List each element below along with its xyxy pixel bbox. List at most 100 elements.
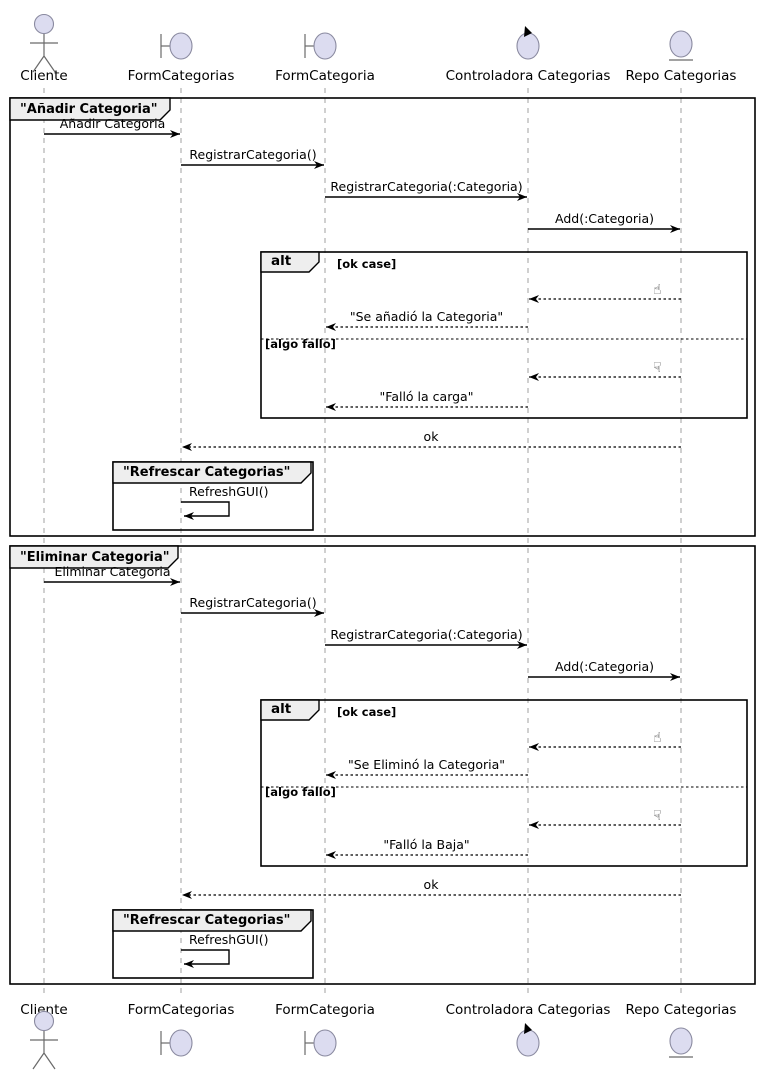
frame-anadir-alt-1-message-1: "Falló la carga" — [326, 389, 528, 411]
participant-heads-layer: ClienteClienteFormCategoriasFormCategori… — [20, 13, 737, 1070]
entity-circle — [669, 1027, 693, 1055]
frame-eliminar-message-3-label: Add(:Categoria) — [555, 659, 654, 674]
frame-anadir-subframe-header-tag — [112, 461, 312, 484]
actor-head — [33, 1010, 55, 1032]
frame-anadir-subframe-message-0-line — [181, 501, 230, 520]
frame-anadir-alt-border — [260, 251, 748, 419]
frame-anadir-alt-0-message-0-thumbs-up-icon: ☝ — [653, 282, 662, 298]
frame-eliminar-alt-0-message-0-thumbs-up-icon: ☝ — [653, 730, 662, 746]
frame-eliminar-guard-1: [algo fallo] — [265, 785, 336, 799]
frame-anadir-header-label: "Añadir Categoria" — [20, 102, 158, 117]
frame-anadir-tail-message-0-label: ok — [424, 429, 440, 444]
frame-eliminar-alt-0-message-1: "Se Eliminó la Categoria" — [326, 757, 528, 779]
frame-eliminar-alt-1-message-0-thumbs-down-icon: ☟ — [653, 808, 662, 824]
frame-anadir-alt-operator-label: alt — [271, 253, 292, 269]
frame-anadir-alt-1-message-1-label: "Falló la carga" — [380, 389, 474, 404]
frame-eliminar-alt-operator-label: alt — [271, 701, 292, 717]
frame-anadir-message-0-label: Añadir Categoria — [60, 116, 166, 131]
frame-eliminar-message-1-label: RegistrarCategoria() — [189, 595, 316, 610]
participant-foot-formcats[interactable]: FormCategorias — [128, 1002, 235, 1057]
frame-anadir-subframe: "Refrescar Categorias" — [112, 461, 314, 531]
boundary-circle — [313, 32, 337, 60]
lifelines-layer — [43, 88, 682, 998]
frame-anadir-header-tag — [9, 97, 171, 121]
frame-eliminar-header-tag — [9, 545, 179, 569]
frame-anadir-message-0: Añadir Categoria — [44, 116, 180, 138]
frame-anadir-message-2-label: RegistrarCategoria(:Categoria) — [330, 179, 522, 194]
frame-eliminar-alt-1-message-1-label: "Falló la Baja" — [383, 837, 469, 852]
frame-anadir-alt-0-message-1: "Se añadió la Categoria" — [326, 309, 528, 331]
frame-anadir-subframe-header-label: "Refrescar Categorias" — [123, 465, 290, 480]
frame-eliminar-message-0: Eliminar Categoria — [44, 564, 180, 586]
frame-frame-eliminar: "Eliminar Categoria" — [9, 545, 756, 985]
frame-anadir-guard-1: [algo fallo] — [265, 337, 336, 351]
frame-eliminar-message-2-label: RegistrarCategoria(:Categoria) — [330, 627, 522, 642]
frame-eliminar-subframe-header-label: "Refrescar Categorias" — [123, 913, 290, 928]
frame-anadir-alt-1-message-0: ☟ — [529, 360, 681, 381]
participant-label-repo: Repo Categorias — [626, 68, 737, 84]
participant-label-controladora: Controladora Categorias — [446, 68, 611, 84]
frame-eliminar-alt-0-message-0: ☝ — [529, 730, 681, 751]
frame-anadir-subframe-message-0: RefreshGUI() — [181, 484, 268, 520]
frame-eliminar-subframe-message-0-line — [181, 949, 230, 968]
frame-anadir-message-3-label: Add(:Categoria) — [555, 211, 654, 226]
participant-head-controladora[interactable]: Controladora Categorias — [446, 26, 611, 84]
participant-head-cliente[interactable]: Cliente — [20, 13, 68, 85]
frame-eliminar-alt-0-message-1-label: "Se Eliminó la Categoria" — [348, 757, 505, 772]
frame-eliminar-subframe-header-tag — [112, 909, 312, 932]
frame-anadir-alt-0-message-0-thumbs-up-icon-glyph: ☝ — [653, 282, 662, 298]
frame-eliminar-alt-1-message-0: ☟ — [529, 808, 681, 829]
participant-label-formcat: FormCategoria — [275, 68, 375, 84]
participant-foot-label-formcats: FormCategorias — [128, 1002, 235, 1018]
boundary-circle — [313, 1029, 337, 1057]
frame-anadir-alt-0-message-0: ☝ — [529, 282, 681, 303]
participant-label-formcats: FormCategorias — [128, 68, 235, 84]
frame-eliminar-alt-0-message-0-thumbs-up-icon-glyph: ☝ — [653, 730, 662, 746]
participant-foot-repo[interactable]: Repo Categorias — [626, 1002, 737, 1058]
frame-eliminar-tail-message-0-label: ok — [424, 877, 440, 892]
frame-eliminar-message-3: Add(:Categoria) — [528, 659, 680, 681]
boundary-circle — [169, 1029, 193, 1057]
frame-anadir-alt-1-message-0-thumbs-down-icon: ☟ — [653, 360, 662, 376]
participant-head-repo[interactable]: Repo Categorias — [626, 30, 737, 84]
frame-anadir-border — [9, 97, 756, 537]
participant-foot-label-controladora: Controladora Categorias — [446, 1002, 611, 1018]
frame-eliminar-tail-message-0: ok — [182, 877, 681, 899]
frame-eliminar-subframe-message-0-label: RefreshGUI() — [189, 932, 268, 947]
frame-eliminar-alt-fragment: alt [ok case] [algo fallo] — [260, 699, 748, 867]
control-arrow — [524, 1023, 532, 1034]
frame-eliminar-guard-0: [ok case] — [337, 705, 396, 719]
actor-body — [30, 1031, 58, 1070]
frame-anadir-message-1-label: RegistrarCategoria() — [189, 147, 316, 162]
frame-eliminar-subframe: "Refrescar Categorias" — [112, 909, 314, 979]
frames-layer: "Añadir Categoria" alt [ok case] [algo fall… — [9, 97, 756, 985]
participant-foot-controladora[interactable]: Controladora Categorias — [446, 1002, 611, 1057]
frame-eliminar-message-1: RegistrarCategoria() — [181, 595, 324, 617]
frame-eliminar-alt-1-message-0-thumbs-down-icon-glyph: ☟ — [653, 808, 662, 824]
frame-eliminar-subframe-message-0: RefreshGUI() — [181, 932, 268, 968]
frame-eliminar-message-0-label: Eliminar Categoria — [54, 564, 170, 579]
frame-eliminar-alt-operator-tag — [260, 699, 320, 721]
frame-eliminar-header-label: "Eliminar Categoria" — [20, 550, 170, 565]
frame-anadir-subframe-message-0-label: RefreshGUI() — [189, 484, 268, 499]
boundary-circle — [169, 32, 193, 60]
control-circle — [516, 32, 540, 60]
participant-head-formcats[interactable]: FormCategorias — [128, 32, 235, 84]
participant-foot-label-formcat: FormCategoria — [275, 1002, 375, 1018]
participant-foot-cliente[interactable]: Cliente — [20, 1002, 68, 1070]
participant-label-cliente: Cliente — [20, 68, 67, 84]
control-circle — [516, 1029, 540, 1057]
entity-circle — [669, 30, 693, 58]
participant-foot-formcat[interactable]: FormCategoria — [275, 1002, 375, 1057]
frame-anadir-message-3: Add(:Categoria) — [528, 211, 680, 233]
participant-foot-label-repo: Repo Categorias — [626, 1002, 737, 1018]
frame-anadir-alt-operator-tag — [260, 251, 320, 273]
participant-head-formcat[interactable]: FormCategoria — [275, 32, 375, 84]
frame-anadir-message-2: RegistrarCategoria(:Categoria) — [325, 179, 527, 201]
frame-anadir-guard-0: [ok case] — [337, 257, 396, 271]
frame-anadir-alt-fragment: alt [ok case] [algo fallo] — [260, 251, 748, 419]
frame-anadir-tail-message-0: ok — [182, 429, 681, 451]
